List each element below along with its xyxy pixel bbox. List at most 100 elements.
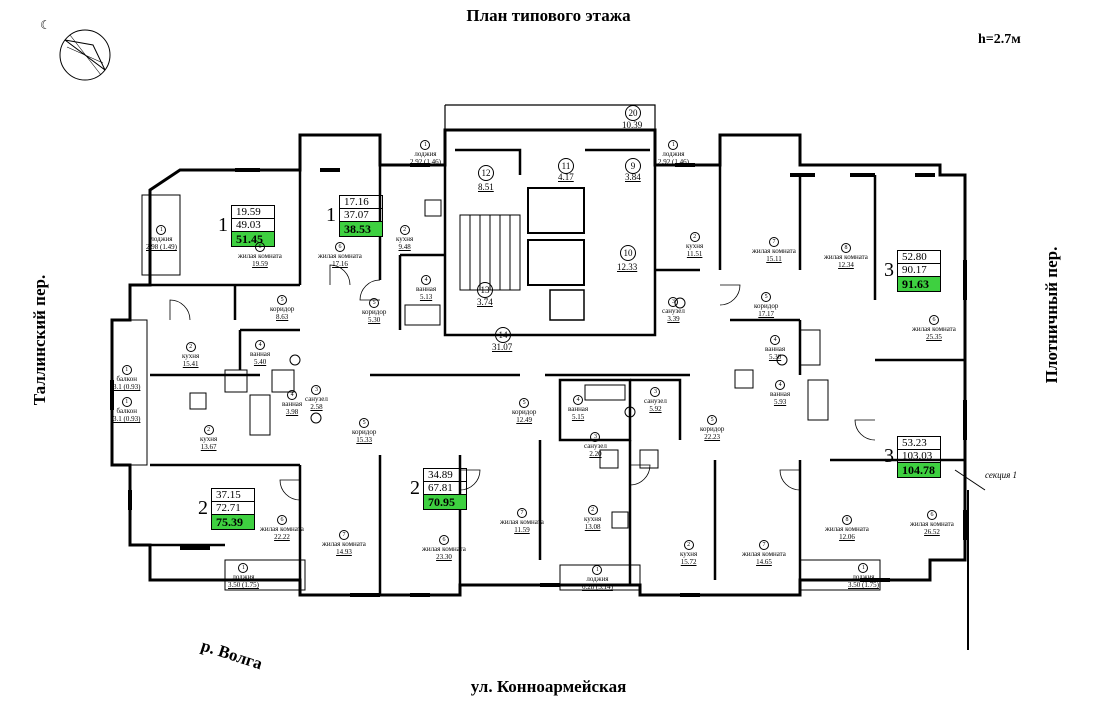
total-with-balcony: 38.53 — [340, 222, 382, 236]
left-loggia — [141, 194, 181, 276]
total-area: 37.07 — [340, 209, 382, 222]
apartment-rooms: 1 — [218, 214, 228, 236]
street-left: Таллинский пер. — [30, 274, 49, 406]
core-num: 10 — [620, 245, 636, 261]
left-balcony — [111, 319, 148, 466]
core-area: 31.07 — [492, 342, 513, 352]
apartment-rooms: 3 — [884, 445, 894, 467]
total-with-balcony: 104.78 — [898, 463, 940, 477]
core-num: 11 — [558, 158, 574, 174]
living-area: 17.16 — [340, 196, 382, 209]
elevator-3 — [549, 289, 585, 321]
elevator-1 — [527, 187, 585, 234]
total-area: 103.03 — [898, 450, 940, 463]
apartment-rooms: 2 — [198, 497, 208, 519]
core-num: 12 — [478, 165, 494, 181]
core-num: 20 — [625, 105, 641, 121]
living-area: 52.80 — [898, 251, 940, 264]
total-with-balcony: 75.39 — [212, 515, 254, 529]
ceiling-height: h=2.7м — [978, 32, 1021, 47]
living-area: 34.89 — [424, 469, 466, 482]
total-with-balcony: 70.95 — [424, 495, 466, 509]
core-area: 4.17 — [558, 172, 574, 182]
core-area: 12.33 — [617, 262, 638, 272]
apartment-rooms: 3 — [884, 259, 894, 281]
core-area: 10.39 — [622, 120, 643, 130]
living-area: 53.23 — [898, 437, 940, 450]
apartment-rooms: 1 — [326, 204, 336, 226]
apartment-rooms: 2 — [410, 477, 420, 499]
stair-block — [444, 104, 656, 130]
core-area: 3.84 — [625, 172, 641, 182]
stairs — [459, 214, 521, 291]
total-area: 67.81 — [424, 482, 466, 495]
elevator-2 — [527, 239, 585, 286]
bottom-loggia-left — [224, 559, 306, 591]
total-area: 49.03 — [232, 219, 274, 232]
living-area: 37.15 — [212, 489, 254, 502]
compass-moon-icon: ☾ — [40, 18, 51, 32]
core-area: 8.51 — [478, 182, 494, 192]
core-num: 14 — [495, 327, 511, 343]
core-area: 3.74 — [477, 297, 493, 307]
section-label: секция 1 — [985, 470, 1018, 480]
core-num: 9 — [625, 158, 641, 174]
living-area: 19.59 — [232, 206, 274, 219]
street-bottom: ул. Конноармейская — [470, 677, 627, 696]
total-area: 72.71 — [212, 502, 254, 515]
street-right: Плотничный пер. — [1042, 246, 1061, 384]
total-area: 90.17 — [898, 264, 940, 277]
compass-icon — [59, 29, 111, 81]
plan-title: План типового этажа — [466, 6, 631, 25]
total-with-balcony: 91.63 — [898, 277, 940, 291]
core-num: 13 — [477, 282, 493, 298]
